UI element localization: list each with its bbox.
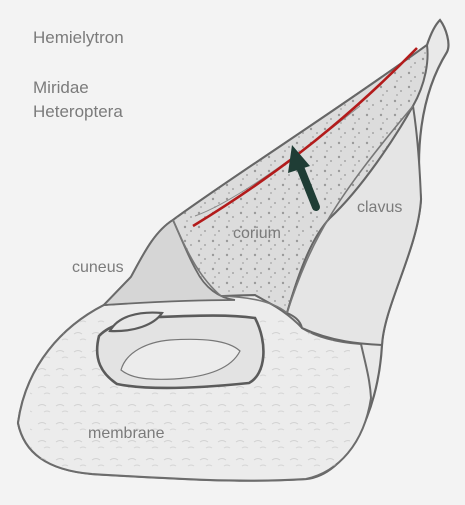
label-corium: corium [233,225,281,243]
label-membrane: membrane [88,425,164,443]
taxon-family: Miridae [33,79,89,98]
label-cuneus: cuneus [72,259,124,277]
taxon-order: Heteroptera [33,103,123,122]
label-clavus: clavus [357,199,402,217]
diagram-title: Hemielytron [33,29,124,48]
